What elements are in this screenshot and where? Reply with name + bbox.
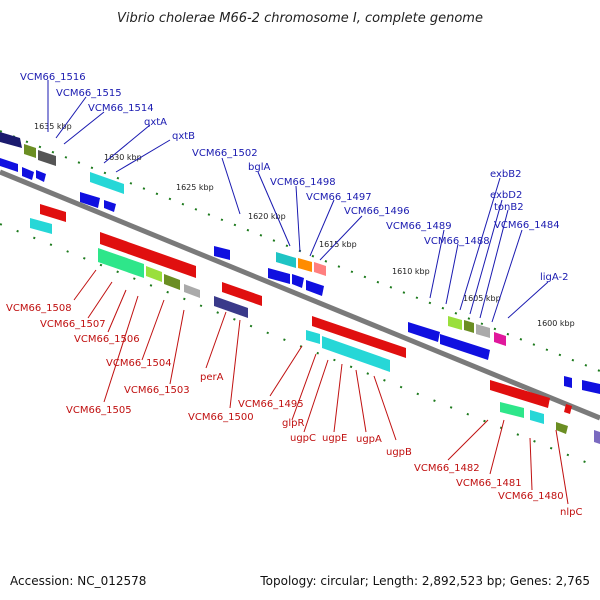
position-label: 1625 kbp [176,183,214,192]
gene-label: VCM66_1488 [424,236,490,247]
gene-label: VCM66_1482 [414,463,480,474]
gene-label: nlpC [560,507,582,518]
gene-feature [464,320,474,333]
gene-label: qxtA [144,117,167,128]
gene-feature [268,268,290,284]
gene-label: ugpE [322,433,347,444]
gene-feature [222,282,262,306]
gene-label: perA [200,372,224,383]
gene-label: VCM66_1484 [494,220,560,231]
gene-feature [24,144,36,158]
minus-strand-features [30,204,600,444]
position-label: 1605 kbp [463,294,501,303]
gene-feature [38,150,56,166]
top-leader-lines [47,80,549,323]
gene-label: VCM66_1507 [40,319,106,330]
gene-label: VCM66_1504 [106,358,172,369]
plus-strand-features [0,132,600,394]
gene-label: qxtB [172,131,195,142]
gene-feature [408,322,440,342]
gene-feature [276,252,296,268]
gene-label: VCM66_1498 [270,177,336,188]
gene-label: VCM66_1495 [238,399,304,410]
gene-label: ugpA [356,434,382,445]
position-label: 1630 kbp [104,153,142,162]
gene-label: VCM66_1515 [56,88,122,99]
top-gene-labels: VCM66_1516 VCM66_1515 VCM66_1514 qxtA qx… [20,72,569,283]
gene-label: VCM66_1480 [498,491,564,502]
gene-label: VCM66_1506 [74,334,140,345]
gene-feature [292,274,304,288]
gene-feature [494,332,506,346]
gene-label: exbD2 [490,190,522,201]
bottom-gene-labels: VCM66_1508 VCM66_1507 VCM66_1506 VCM66_1… [6,303,582,518]
gene-feature [98,248,144,278]
map-title: Vibrio cholerae M66-2 chromosome I, comp… [117,11,483,26]
genome-summary-text: Topology: circular; Length: 2,892,523 bp… [260,574,590,588]
gene-label: VCM66_1496 [344,206,410,217]
gene-feature [582,380,600,394]
gene-feature [440,334,490,360]
gene-feature [564,376,572,388]
gene-feature [100,232,196,278]
gene-feature [564,404,572,414]
gene-feature [322,336,390,372]
gene-label: tonB2 [494,202,524,213]
gene-feature [214,246,230,260]
gene-feature [500,402,524,418]
gene-label: ligA-2 [540,272,569,283]
gene-feature [104,200,116,212]
gene-label: VCM66_1500 [188,412,254,423]
gene-label: ugpB [386,447,412,458]
genome-backbone [0,169,600,421]
position-labels: 1635 kbp 1630 kbp 1625 kbp 1620 kbp 1615… [34,122,575,328]
gene-feature [80,192,100,208]
gene-feature [530,410,544,424]
gene-label: VCM66_1489 [386,221,452,232]
gene-feature [298,258,312,272]
gene-feature [312,316,406,358]
gene-feature [306,280,324,296]
gene-feature [0,132,22,148]
gene-feature [22,167,34,180]
position-label: 1600 kbp [537,319,575,328]
gene-feature [214,296,248,318]
gene-label: glpR [282,418,304,429]
position-label: 1620 kbp [248,212,286,221]
gene-label: bglA [248,162,270,173]
gene-feature [40,204,66,222]
gene-feature [184,284,200,298]
gene-feature [146,266,162,282]
position-label: 1635 kbp [34,122,72,131]
gene-feature [490,380,550,408]
gene-label: VCM66_1481 [456,478,522,489]
gene-label: exbB2 [490,169,521,180]
gene-feature [556,422,568,434]
gene-label: ugpC [290,433,316,444]
gene-label: VCM66_1514 [88,103,154,114]
gene-feature [448,316,462,330]
accession-text: Accession: NC_012578 [10,574,147,588]
gene-label: VCM66_1508 [6,303,72,314]
position-label: 1610 kbp [392,267,430,276]
gene-label: VCM66_1502 [192,148,258,159]
bottom-leader-lines [73,269,569,505]
gene-feature [36,170,46,182]
gene-feature [314,262,326,276]
gene-label: VCM66_1505 [66,405,132,416]
gene-feature [90,172,124,194]
gene-feature [0,158,18,172]
position-label: 1615 kbp [319,240,357,249]
gene-feature [476,324,490,338]
gene-label: VCM66_1503 [124,385,190,396]
gene-feature [306,330,320,344]
gene-feature [164,274,180,290]
gene-feature [30,218,52,234]
gene-label: VCM66_1516 [20,72,86,83]
gene-label: VCM66_1497 [306,192,372,203]
gene-feature [594,430,600,444]
